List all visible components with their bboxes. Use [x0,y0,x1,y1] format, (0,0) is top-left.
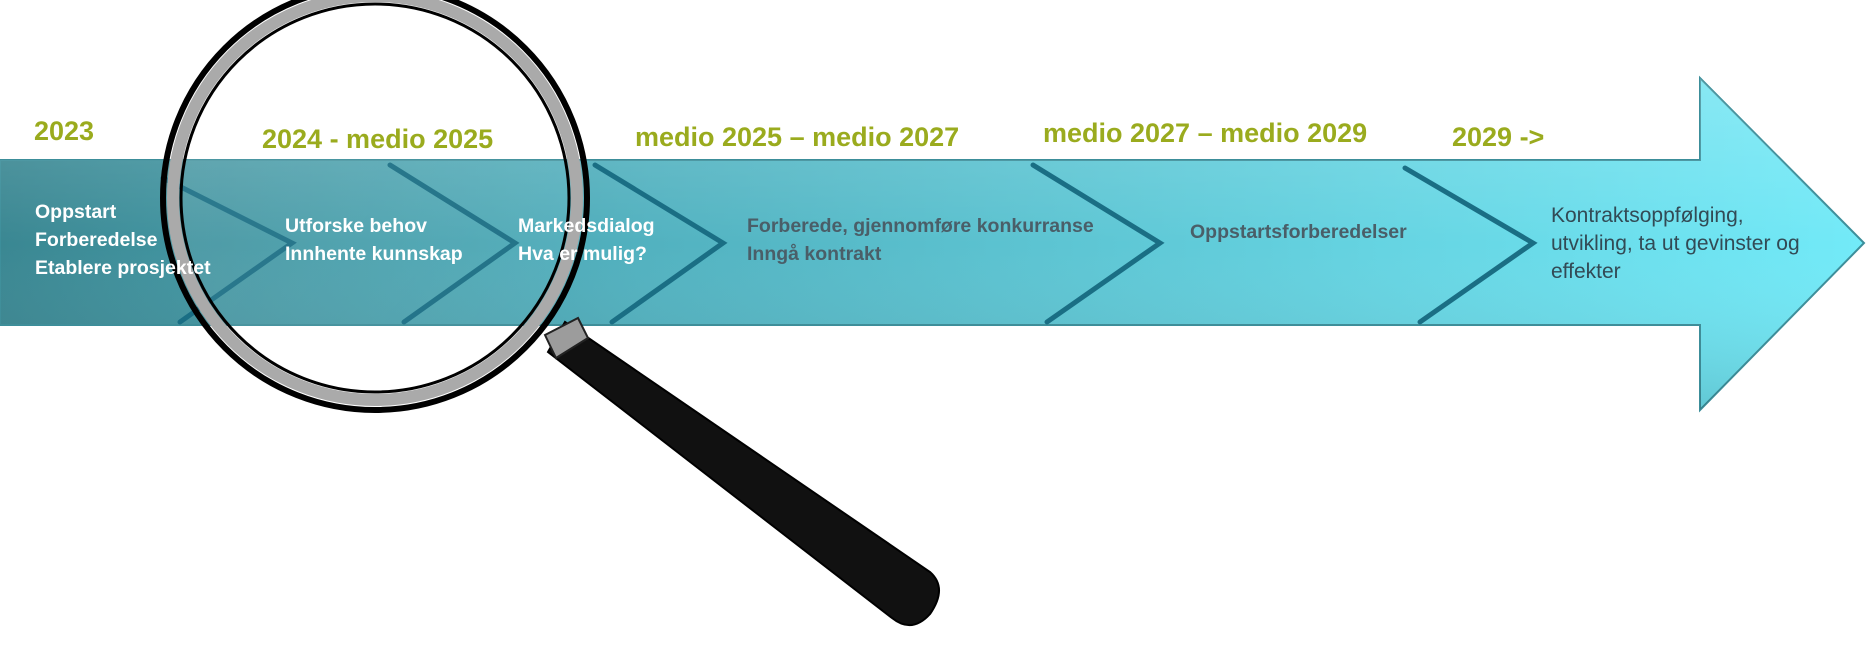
phase-1: Oppstart Forberedelse Etablere prosjekte… [35,198,211,282]
phase-5-line-1: Oppstartsforberedelser [1190,221,1407,243]
phase-4-line-2: Inngå kontrakt [747,243,882,265]
phase-6-line-2: utvikling, ta ut gevinster og [1551,232,1800,255]
phase-1-line-2: Forberedelse [35,229,158,251]
chevron-3 [592,162,728,325]
phase-1-line-3: Etablere prosjektet [35,257,211,279]
phase-3-line-2: Hva er mulig? [518,243,647,265]
phase-3: Markedsdialog Hva er mulig? [518,212,655,268]
phase-2-line-1: Utforske behov [285,215,427,237]
year-label-2025: medio 2025 – medio 2027 [635,122,960,152]
year-label-2023: 2023 [34,116,95,146]
phase-6-line-3: effekter [1551,260,1621,283]
phase-4: Forberede, gjennomføre konkurranse Inngå… [747,212,1094,268]
chevron-5 [1402,165,1538,325]
phase-1-line-1: Oppstart [35,201,117,223]
phase-6-line-1: Kontraktsoppfølging, [1551,204,1744,227]
year-label-2029: 2029 -> [1452,122,1545,152]
phase-3-line-1: Markedsdialog [518,215,655,237]
chevron-4 [1030,162,1165,325]
phase-6: Kontraktsoppfølging, utvikling, ta ut ge… [1551,202,1800,286]
year-label-2024: 2024 - medio 2025 [262,124,494,154]
year-label-2027: medio 2027 – medio 2029 [1043,118,1368,148]
phase-5: Oppstartsforberedelser [1190,218,1407,246]
phase-2: Utforske behov Innhente kunnskap [285,212,463,268]
phase-4-line-1: Forberede, gjennomføre konkurranse [747,215,1094,237]
phase-2-line-2: Innhente kunnskap [285,243,463,265]
magnifying-glass-icon [160,0,940,626]
